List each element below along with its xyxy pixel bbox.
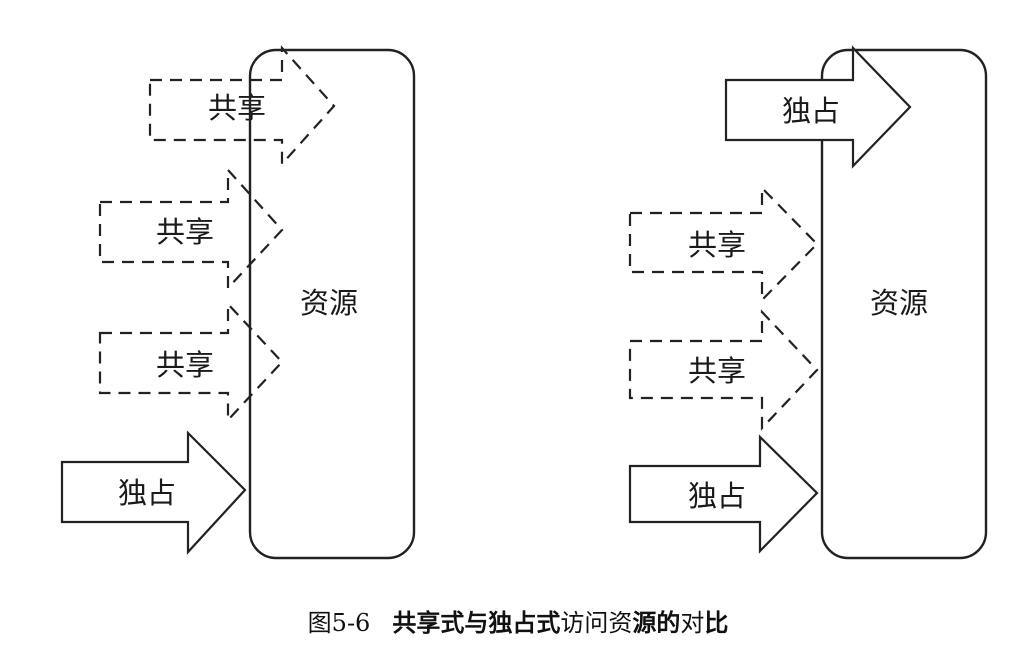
arrow-label: 共享 [688, 354, 746, 388]
shared-arrow: 共享 [628, 309, 819, 431]
exclusive-arrow: 独占 [60, 430, 247, 555]
access-comparison-diagram: 共享 共享 共享 资源 独占 资源 独占 [60, 45, 988, 560]
arrow-label: 共享 [688, 228, 746, 262]
resource-label: 资源 [870, 286, 928, 320]
shared-arrow: 共享 [98, 167, 284, 291]
arrow-label: 独占 [782, 94, 840, 128]
arrow-label: 独占 [688, 479, 746, 513]
caption-title-bold-3: 比 [704, 608, 729, 637]
arrow-label: 共享 [156, 215, 214, 249]
resource-label: 资源 [300, 286, 358, 320]
resource-box [248, 48, 416, 560]
caption-title-bold: 共享式与独占式 [392, 608, 561, 637]
left-panel: 共享 共享 共享 资源 独占 [60, 45, 416, 560]
shared-arrow: 共享 [148, 45, 336, 167]
exclusive-arrow: 独占 [628, 434, 819, 554]
caption-number: 图5-6 [307, 609, 371, 637]
arrow-label: 独占 [118, 476, 176, 510]
arrow-label: 共享 [208, 91, 266, 125]
shared-arrow: 共享 [98, 301, 284, 423]
arrow-label: 共享 [156, 348, 214, 382]
caption-title-bold-2: 源的 [632, 608, 681, 637]
exclusive-arrow: 独占 [724, 45, 912, 169]
right-panel: 资源 独占 共享 共享 独占 [628, 45, 988, 560]
resource-box [820, 48, 988, 560]
caption-title-regular-2: 对 [680, 609, 705, 637]
shared-arrow: 共享 [628, 185, 819, 303]
caption-title-regular: 访问资 [560, 609, 633, 637]
figure-caption: 图5-6 共享式与独占式访问资源的对比 [0, 603, 1036, 643]
